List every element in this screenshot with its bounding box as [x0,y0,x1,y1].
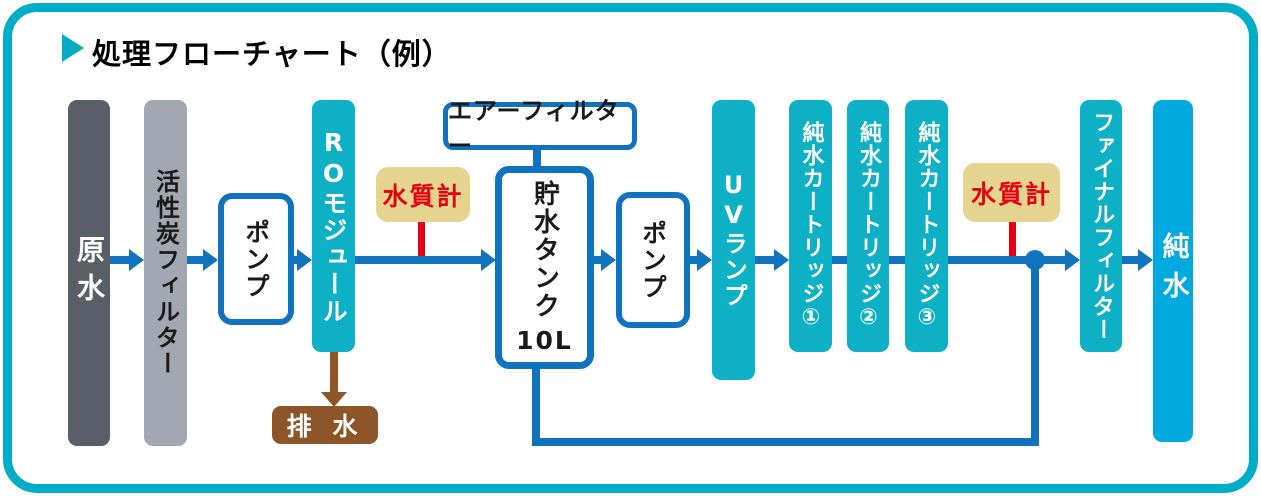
node-cartridge-2: 純水カートリッジ② [847,100,889,352]
flow-line-cartridge2-3 [889,256,906,264]
node-cartridge-1-label: 純水カートリッジ① [798,121,824,331]
node-water-quality-meter-1: 水質計 [376,167,470,222]
flow-arrow-into-ro [297,249,312,271]
node-cartridge-3-label: 純水カートリッジ③ [914,121,940,331]
node-water-quality-meter-2-label: 水質計 [970,179,1052,209]
node-cartridge-1: 純水カートリッジ① [789,100,832,352]
node-air-filter-label: エアーフィルター [448,97,620,160]
node-drain-label: 排 水 [286,412,364,441]
node-carbon-filter-label: 活性炭フィルター [151,169,180,377]
meter2-probe-line [1009,222,1016,256]
node-air-filter: エアーフィルター [443,97,637,160]
flow-line-cartridge1-2 [832,256,847,264]
flow-line-cartridge3-final [948,256,1067,264]
node-ro-module: ROモジュール [312,100,355,352]
node-uv-lamp-label: UVランプ [719,171,748,309]
page-title: 処理フローチャート（例） [92,37,452,71]
flow-line-carbon-pump1 [187,256,205,264]
node-drain: 排 水 [272,406,378,444]
node-storage-tank: 貯水タンク 10L [495,166,594,369]
node-pure-water: 純水 [1153,100,1193,442]
node-uv-lamp: UVランプ [712,100,755,380]
node-water-quality-meter-2: 水質計 [963,163,1060,222]
flow-arrow-into-carbon [129,249,144,271]
flow-arrow-into-uv [697,249,712,271]
flow-arrow-into-pump2 [601,249,616,271]
node-storage-tank-label: 貯水タンク [529,180,560,320]
node-pump2: ポンプ [616,192,690,328]
node-ro-module-label: ROモジュール [319,127,348,325]
node-pump1: ポンプ [218,193,294,325]
recirculation-line-bottom [532,438,1039,446]
drain-arrowhead [321,392,347,407]
node-pure-water-label: 純水 [1157,232,1189,310]
node-pump1-label: ポンプ [241,218,271,300]
meter1-probe-line [418,222,425,256]
recirculation-line-tank-vertical [532,352,540,446]
air-filter-connector-line [533,138,541,170]
node-pump2-label: ポンプ [638,219,668,301]
flow-line-final-pure [1122,256,1140,264]
title-triangle-icon [62,34,84,62]
flow-arrow-into-pump1 [203,249,218,271]
flow-line-ro-tank [355,256,483,264]
node-final-filter-label: ファイナルフィルター [1089,111,1114,341]
flow-arrow-into-finalfilter [1065,249,1080,271]
node-storage-tank-capacity: 10L [516,326,573,355]
flow-arrow-into-purewater [1138,249,1153,271]
drain-line [330,352,338,394]
node-cartridge-2-label: 純水カートリッジ② [856,121,881,331]
node-raw-water: 原水 [68,100,110,446]
node-water-quality-meter-1-label: 水質計 [382,181,464,211]
node-carbon-filter: 活性炭フィルター [144,100,187,446]
flow-arrow-into-cartridge1 [774,249,789,271]
node-raw-water-label: 原水 [73,235,106,311]
recirculation-line-right-vertical [1031,260,1039,446]
flow-line-uv-cartridge1 [755,256,776,264]
node-final-filter: ファイナルフィルター [1080,100,1122,352]
node-cartridge-3: 純水カートリッジ③ [905,100,948,352]
flow-line-rawwater-carbon [110,256,131,264]
flow-arrow-into-tank [481,249,496,271]
